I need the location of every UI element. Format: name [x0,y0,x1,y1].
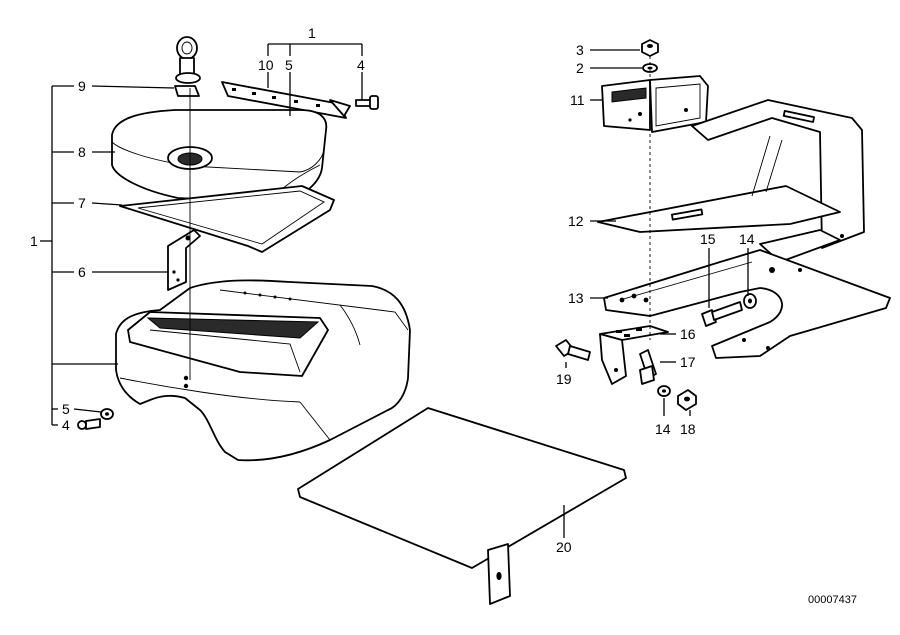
clamp-bracket-part [599,325,669,385]
document-id: 00007437 [808,594,857,606]
carrier-frame-part [597,99,865,263]
left-leader-lines [40,43,363,426]
label-part-7: 7 [78,195,86,211]
label-part-4-top: 4 [357,57,365,73]
label-part-9: 9 [78,78,86,94]
label-part-3: 3 [576,42,584,58]
lock-bracket-part [167,229,201,291]
washer-lower-part [657,385,671,397]
case-body-part [115,279,411,462]
label-part-19: 19 [556,371,572,387]
hinge-strip-part [221,81,351,119]
lid-part [111,109,328,204]
label-part-1-top: 1 [308,25,316,41]
u-bracket-part [601,75,709,133]
label-part-1-side: 1 [30,233,38,249]
label-part-2: 2 [576,60,584,76]
label-part-10: 10 [258,57,274,73]
label-part-17: 17 [680,354,696,370]
mounting-plate-part [297,407,627,605]
nut-lower-part [677,389,697,411]
label-part-11: 11 [570,92,585,108]
right-assembly: 3 2 11 12 15 14 13 16 17 19 14 18 [555,39,891,437]
label-part-6: 6 [78,264,86,280]
label-part-20: 20 [556,539,572,555]
bolt-lower-part [555,339,591,361]
label-part-14-upper: 14 [739,231,755,247]
stud-part [639,349,657,385]
right-leader-lines [565,49,749,416]
label-part-15: 15 [700,231,716,247]
lock-cylinder-part [174,36,201,97]
label-part-4-bottom: 4 [62,417,70,433]
bolt-part [701,301,743,327]
label-part-13: 13 [568,290,584,306]
label-part-8: 8 [78,144,86,160]
left-assembly: 1 10 5 4 9 8 7 1 6 5 4 20 [30,25,627,605]
washer-upper-part [743,293,757,309]
nut-top-part [641,39,659,57]
label-part-5-top: 5 [285,57,293,73]
label-part-14-lower: 14 [655,421,671,437]
label-part-18: 18 [680,421,696,437]
label-part-5-bottom: 5 [62,401,70,417]
base-plate-part [603,249,891,359]
label-part-16: 16 [680,326,696,342]
screw-bottom-part [77,418,101,430]
washer-bottom-part [100,408,114,420]
gasket-part [119,185,335,253]
label-part-12: 12 [568,213,584,229]
screw-top-part [355,95,379,110]
